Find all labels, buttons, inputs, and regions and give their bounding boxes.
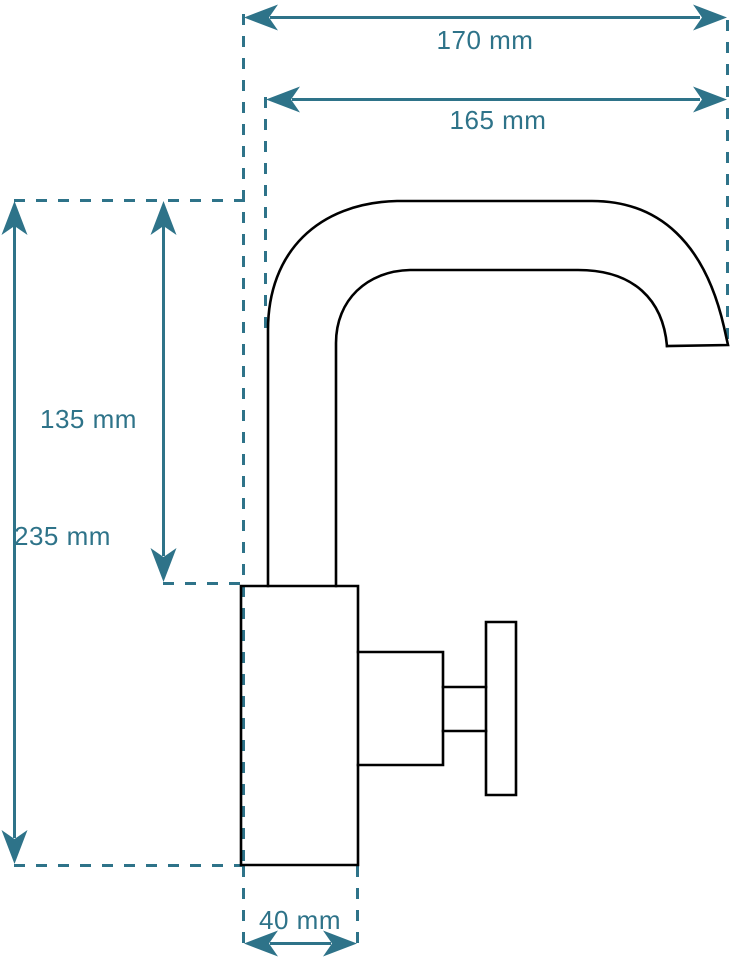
body-cylinder	[239, 584, 360, 867]
handle-stem	[441, 685, 488, 733]
dimension-170mm: 170 mm	[244, 4, 727, 55]
dimension-label-235mm: 235 mm	[14, 521, 111, 551]
dimension-label-170mm: 170 mm	[437, 25, 534, 55]
handle-base-block	[356, 650, 445, 767]
spout-inner-profile	[334, 268, 669, 588]
dimension-label-135mm: 135 mm	[40, 404, 137, 434]
dimension-40mm: 40 mm	[244, 905, 357, 957]
dimension-165mm: 165 mm	[266, 86, 727, 135]
dimension-135mm: 135 mm	[40, 201, 177, 582]
dimension-label-165mm: 165 mm	[450, 105, 547, 135]
handle-lever-plate	[484, 620, 518, 797]
dimension-label-40mm: 40 mm	[259, 905, 341, 935]
spout-outer-profile	[266, 199, 730, 588]
dimension-235mm: 235 mm	[1, 201, 111, 864]
